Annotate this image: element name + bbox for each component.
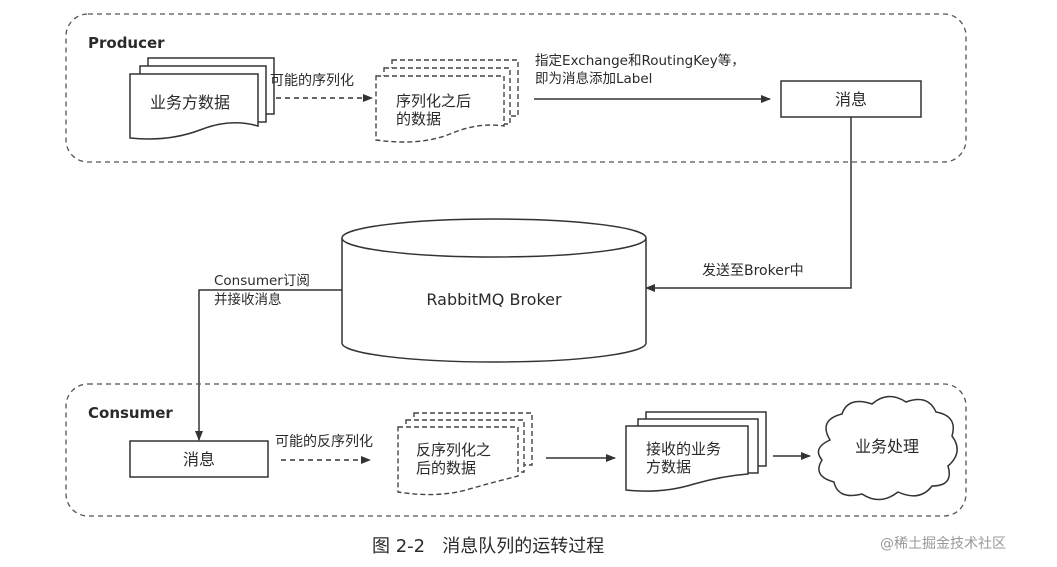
subscribe-arrow: [195, 289, 342, 441]
deserialized-data-line1: 反序列化之: [416, 441, 491, 459]
deserialized-data-line2: 后的数据: [416, 459, 476, 477]
exchange-label-line1: 指定Exchange和RoutingKey等，: [535, 52, 745, 69]
producer-message-box: [780, 80, 922, 118]
received-data-line2: 方数据: [646, 458, 691, 476]
received-data-line1: 接收的业务: [646, 440, 721, 458]
figure-caption: 图 2-2 消息队列的运转过程: [372, 536, 604, 557]
exchange-label-line2: 即为消息添加Label: [535, 70, 652, 87]
broker-cylinder: RabbitMQ Broker: [341, 218, 647, 363]
serialized-data-doc: 序列化之后 的数据: [375, 59, 519, 143]
watermark: @稀土掘金技术社区: [880, 536, 1006, 552]
broker-label: RabbitMQ Broker: [426, 290, 562, 309]
consumer-group: [65, 383, 967, 517]
deserialized-data-doc: 反序列化之 后的数据: [397, 412, 533, 496]
processing-label: 业务处理: [855, 437, 919, 456]
subscribe-label-line1: Consumer订阅: [214, 273, 310, 289]
producer-title: Producer: [88, 34, 165, 52]
received-data-doc: 接收的业务 方数据: [625, 411, 767, 492]
consumer-message-label: 消息: [183, 450, 215, 469]
serialize-label: 可能的序列化: [270, 73, 354, 89]
producer-message-label: 消息: [835, 90, 867, 109]
business-processing-cloud: 业务处理: [817, 395, 958, 501]
subscribe-label-line2: 并接收消息: [214, 291, 282, 308]
business-data-doc: 业务方数据: [129, 57, 275, 140]
deserialize-label: 可能的反序列化: [275, 434, 373, 450]
serialized-data-line2: 的数据: [396, 110, 441, 128]
business-data-label: 业务方数据: [150, 93, 230, 112]
serialized-data-line1: 序列化之后: [396, 92, 471, 110]
send-to-broker-arrow: [645, 117, 852, 292]
send-to-broker-label: 发送至Broker中: [702, 263, 804, 279]
producer-group: [65, 13, 967, 163]
consumer-message-box: [129, 440, 269, 478]
consumer-title: Consumer: [88, 404, 173, 422]
